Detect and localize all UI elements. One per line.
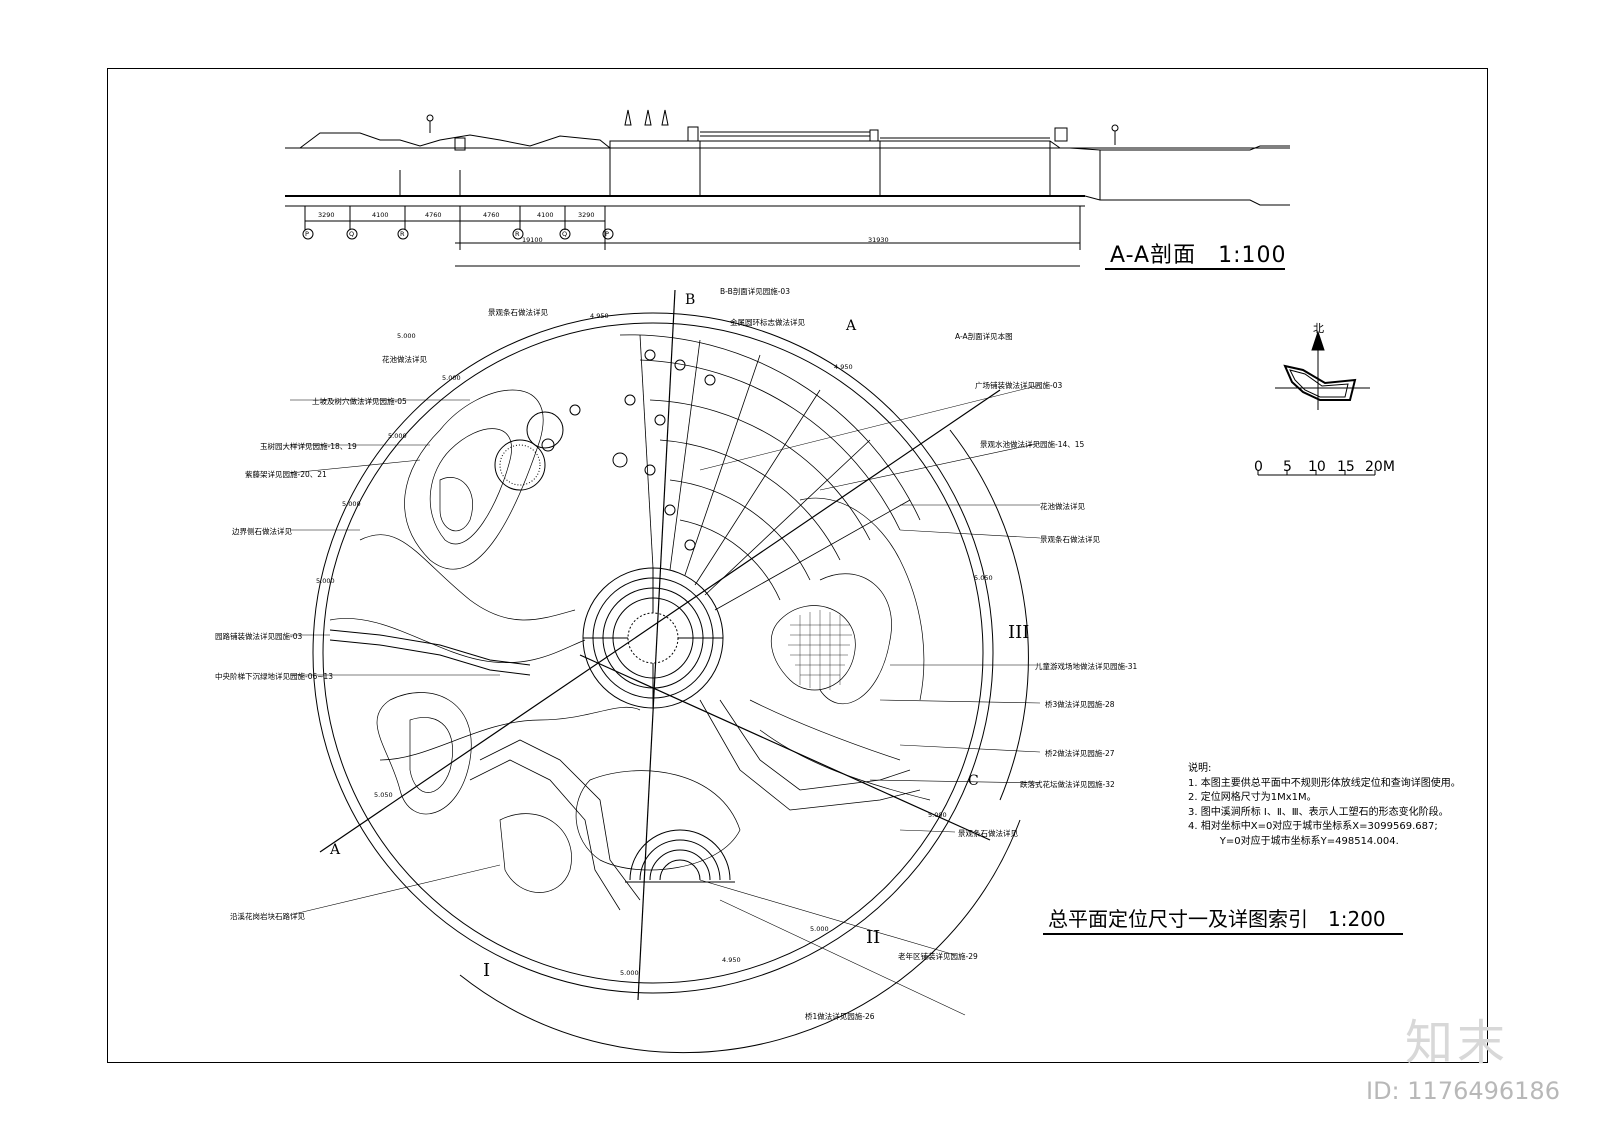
scale-bar: [1257, 470, 1376, 476]
axis-label: P: [305, 230, 309, 238]
callout-label: 花池做法详见: [1040, 502, 1085, 511]
section-cut-lines: [319, 289, 1001, 1001]
leader-lines: [289, 384, 1041, 1016]
section-mark: A: [330, 842, 341, 858]
elevation-label: 4.950: [722, 956, 741, 964]
central-amphitheatre: [582, 567, 724, 709]
stream-stage-label: I: [483, 960, 491, 981]
callout-label: 玉树园大样详见园施-18、19: [260, 442, 357, 451]
plan-title-underline: [1043, 933, 1403, 935]
callout-label: 景观条石做法详见: [958, 829, 1018, 838]
elevation-label: 5.000: [397, 332, 416, 340]
callout-label: 沿溪花岗岩块石路详见: [230, 912, 305, 921]
elevation-label: 5.000: [342, 500, 361, 508]
plan-title: 总平面定位尺寸一及详图索引 1:200: [1048, 903, 1386, 932]
callout-label: B-B剖面详见园施-03: [720, 287, 790, 296]
section-dim: 31930: [868, 236, 889, 244]
section-dim: 3290: [578, 211, 595, 219]
notes-heading: 说明:: [1188, 763, 1212, 774]
elevation-label: 5.050: [974, 574, 993, 582]
stream-stage-label: II: [866, 927, 881, 948]
callout-label: 景观水池做法详见园施-14、15: [980, 440, 1085, 449]
scalebar-label: 15: [1337, 459, 1355, 475]
callout-label: 土坡及树穴做法详见园施-05: [312, 397, 407, 406]
axis-label: R: [515, 230, 520, 238]
scalebar-label: 20M: [1365, 459, 1395, 475]
section-dim: 4760: [425, 211, 442, 219]
section-title: A-A剖面 1:100: [1110, 237, 1286, 269]
callout-label: A-A剖面详见本图: [955, 332, 1013, 341]
section-mark: C: [968, 773, 979, 789]
playground-hatch: [788, 610, 852, 690]
roads: [329, 629, 531, 676]
callout-label: 景观条石做法详见: [488, 308, 548, 317]
elevation-label: 5.050: [374, 791, 393, 799]
elevation-label: 4.950: [834, 363, 853, 371]
lower-amphitheatre: [625, 829, 735, 883]
elevation-label: 5.000: [928, 811, 947, 819]
axis-label: Q: [562, 230, 568, 238]
elevation-label: 5.000: [620, 969, 639, 977]
plan-title-text: 总平面定位尺寸一及详图索引: [1048, 907, 1308, 931]
callout-label: 景观条石做法详见: [1040, 535, 1100, 544]
note-item: 2. 定位网格尺寸为1Mx1M。: [1188, 792, 1317, 803]
plan-scale: 1:200: [1328, 907, 1386, 931]
section-dim: 4100: [537, 211, 554, 219]
callout-label: 跌落式花坛做法详见园施-32: [1020, 780, 1115, 789]
section-a-a-drawing: [285, 109, 1290, 267]
stream-path: [469, 699, 921, 911]
note-item: 3. 图中溪涧所标 Ⅰ、Ⅱ、Ⅲ、表示人工塑石的形态变化阶段。: [1188, 806, 1449, 818]
trees: [569, 349, 716, 551]
callout-label: 边界侧石做法详见: [232, 527, 292, 536]
elevation-label: 4.950: [590, 312, 609, 320]
section-mark: A: [846, 318, 857, 334]
callout-label: 老年区铺装详见园施-29: [898, 952, 978, 961]
callout-label: 桥3做法详见园施-28: [1045, 700, 1115, 709]
elevation-label: 5.000: [388, 432, 407, 440]
section-scale: 1:100: [1218, 243, 1287, 268]
elevation-label: 5.000: [442, 374, 461, 382]
upper-pavilion: [494, 411, 564, 491]
section-mark: B: [685, 292, 696, 308]
callout-label: 园路铺装做法详见园施-03: [215, 632, 303, 641]
callout-label: 金属圆环标志做法详见: [730, 318, 805, 327]
axis-label: P: [605, 230, 609, 238]
section-title-text: A-A剖面: [1110, 243, 1197, 268]
section-dim: 4760: [483, 211, 500, 219]
callout-label: 桥2做法详见园施-27: [1045, 749, 1115, 758]
callout-label: 中央阶梯下沉绿地详见园施-06~13: [215, 672, 334, 681]
callout-label: 桥1做法详见园施-26: [805, 1012, 875, 1021]
north-arrow: [1275, 330, 1370, 410]
section-dim: 3290: [318, 211, 335, 219]
scalebar-label: 10: [1308, 459, 1326, 475]
watermark-logo: 知末: [1405, 1015, 1510, 1071]
scalebar-label: 0: [1254, 459, 1263, 475]
contour-lines: [329, 389, 931, 893]
elevation-label: 5.000: [810, 925, 829, 933]
callout-label: 广场铺装做法详见园施-03: [975, 381, 1063, 390]
elevation-label: 5.000: [316, 577, 335, 585]
section-title-underline: [1105, 268, 1285, 270]
note-item: 1. 本图主要供总平面中不规则形体放线定位和查询详图使用。: [1188, 777, 1461, 789]
notes-block: 说明: 1. 本图主要供总平面中不规则形体放线定位和查询详图使用。 2. 定位网…: [1188, 762, 1461, 849]
section-dim: 4100: [372, 211, 389, 219]
scalebar-label: 5: [1283, 459, 1292, 475]
note-item: 4. 相对坐标中X=0对应于城市坐标系X=3099569.687;: [1188, 821, 1438, 832]
axis-label: Q: [349, 230, 355, 238]
axis-label: R: [400, 230, 405, 238]
stream-stage-label: III: [1008, 622, 1030, 643]
north-label: 北: [1313, 322, 1324, 335]
watermark-id: ID: 1176496186: [1366, 1077, 1560, 1105]
drawing-frame: [107, 68, 1488, 1063]
note-item: Y=0对应于城市坐标系Y=498514.004.: [1188, 835, 1399, 847]
callout-label: 儿童游戏场地做法详见园施-31: [1035, 662, 1138, 671]
section-dim: 19100: [522, 236, 543, 244]
callout-label: 紫藤架详见园施-20、21: [245, 470, 327, 479]
site-plan-drawing: [289, 289, 1041, 1054]
callout-label: 花池做法详见: [382, 355, 427, 364]
